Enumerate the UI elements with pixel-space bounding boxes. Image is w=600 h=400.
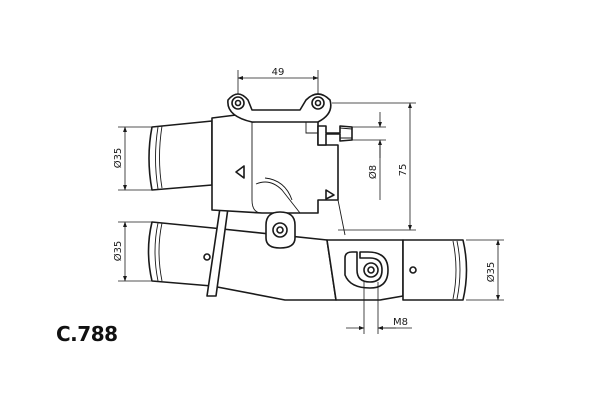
dim-nozzle: Ø8 [352,112,386,200]
dim-right-hose: Ø35 [466,239,504,301]
dim-top-width: 49 [237,67,319,94]
mounting-eye [265,211,296,249]
dim-upper-hose: Ø35 [112,126,152,191]
bleed-nozzle [317,125,353,146]
thermostat-body [211,112,346,236]
part-code: C.788 [56,322,118,346]
dim-upper-hose-label: Ø35 [112,148,124,169]
dim-bolt: M8 [346,282,412,334]
dim-lower-hose: Ø35 [112,221,152,282]
dim-height-label: 75 [398,164,409,177]
upper-hose-outlet [148,120,213,191]
top-flange [227,93,332,123]
dim-height: 75 [332,102,416,231]
lower-hose-pipe [147,207,337,301]
right-outlet [326,239,468,301]
dim-nozzle-label: Ø8 [367,165,379,179]
dim-lower-hose-label: Ø35 [112,241,124,262]
dim-right-hose-label: Ø35 [485,262,497,283]
dim-top-width-label: 49 [272,67,285,78]
dim-bolt-label: M8 [393,317,408,328]
